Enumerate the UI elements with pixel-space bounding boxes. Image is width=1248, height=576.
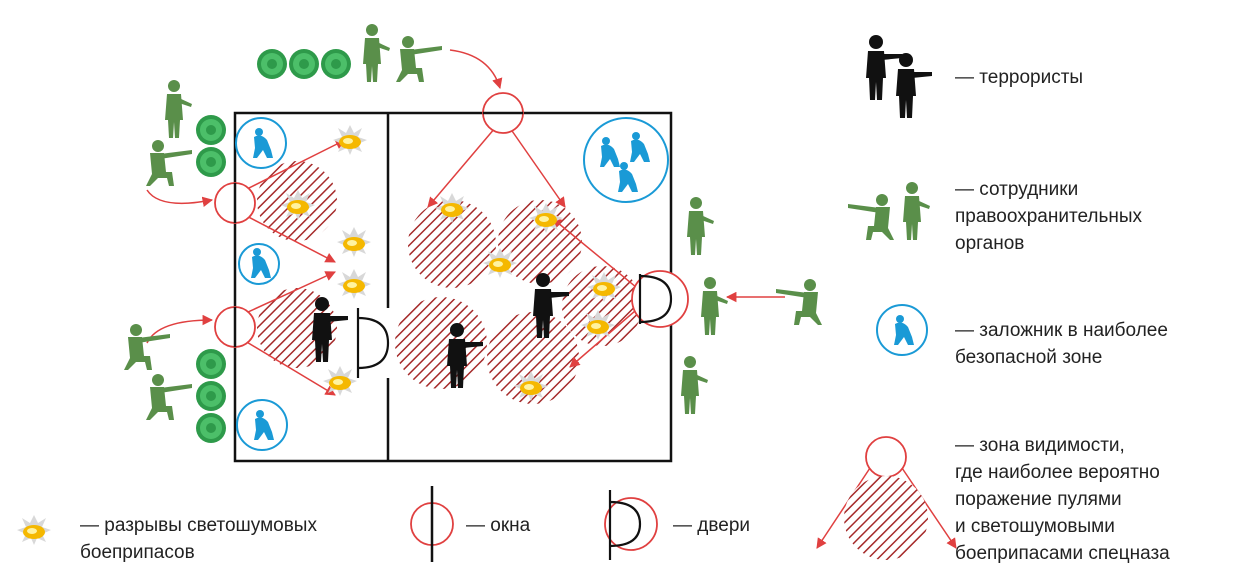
outer-door: [631, 270, 689, 328]
soldier-rifle-icon: [903, 182, 930, 240]
armed-silhouette-icon: [896, 53, 932, 118]
green-bush-icon: [321, 49, 351, 79]
legend-flashbang: — разрывы светошумовых боеприпасов: [80, 512, 317, 566]
visibility-zones: [257, 161, 642, 404]
green-bush-icon: [196, 349, 226, 379]
green-bush-icon: [196, 413, 226, 443]
soldier-rifle-icon: [776, 279, 822, 325]
legend-zone-line: поражение пулями: [955, 489, 1122, 510]
legend-zone-line: — зона видимости,: [955, 435, 1125, 456]
hatched-zone: [487, 312, 579, 404]
inner-door: [356, 308, 390, 378]
soldier-rifle-icon: [363, 24, 390, 82]
hatched-zone: [408, 200, 496, 288]
green-bush-icon: [289, 49, 319, 79]
legend-windows-label: — окна: [466, 515, 531, 536]
soldier-rifle-icon: [146, 140, 192, 186]
green-bush-icon: [257, 49, 287, 79]
legend-hostage-line: — заложник в наиболее: [955, 320, 1168, 341]
legend-doors: — двери: [673, 512, 750, 539]
soldier-rifle-icon: [396, 36, 442, 82]
legend-law-enforcement: — сотрудники правоохранительных органов: [955, 176, 1142, 257]
legend-terrorists: — террористы: [955, 64, 1083, 91]
legend-flashbang-line: — разрывы светошумовых: [80, 515, 317, 536]
flashbang-burst-icon: [337, 269, 371, 299]
bushes: [196, 49, 351, 443]
legend-icons: [17, 35, 957, 562]
green-bush-icon: [196, 381, 226, 411]
hatched-zone: [562, 266, 642, 346]
legend-zone-line: где наиболее вероятно: [955, 462, 1160, 483]
legend-hostage-line: безопасной зоне: [955, 347, 1103, 368]
hostages: [235, 117, 669, 451]
soldier-rifle-icon: [146, 374, 192, 420]
sight-lines: [146, 49, 785, 396]
green-bush-icon: [196, 147, 226, 177]
legend-windows: — окна: [466, 512, 530, 539]
flashbang-burst-icon: [333, 125, 367, 155]
legend-terrorists-label: — террористы: [955, 67, 1084, 88]
legend-law-line: — сотрудники: [955, 179, 1079, 200]
soldier-rifle-icon: [681, 356, 708, 414]
legend-doors-label: — двери: [673, 515, 750, 536]
flashbang-burst-icon: [17, 515, 51, 545]
soldier-rifle-icon: [848, 194, 894, 240]
green-bush-icon: [196, 115, 226, 145]
legend-flashbang-line: боеприпасов: [80, 542, 195, 563]
flashbang-burst-icon: [337, 227, 371, 257]
soldier-rifle-icon: [687, 197, 714, 255]
legend-zone-line: и светошумовыми: [955, 516, 1115, 537]
legend-law-line: органов: [955, 233, 1025, 254]
legend-hostage: — заложник в наиболее безопасной зоне: [955, 317, 1168, 371]
soldier-rifle-icon: [165, 80, 192, 138]
legend-zone-line: боеприпасами спецназа: [955, 543, 1170, 564]
legend-law-line: правоохранительных: [955, 206, 1143, 227]
legend-visibility-zone: — зона видимости, где наиболее вероятно …: [955, 432, 1170, 567]
soldier-rifle-icon: [124, 324, 170, 370]
soldier-rifle-icon: [701, 277, 728, 335]
